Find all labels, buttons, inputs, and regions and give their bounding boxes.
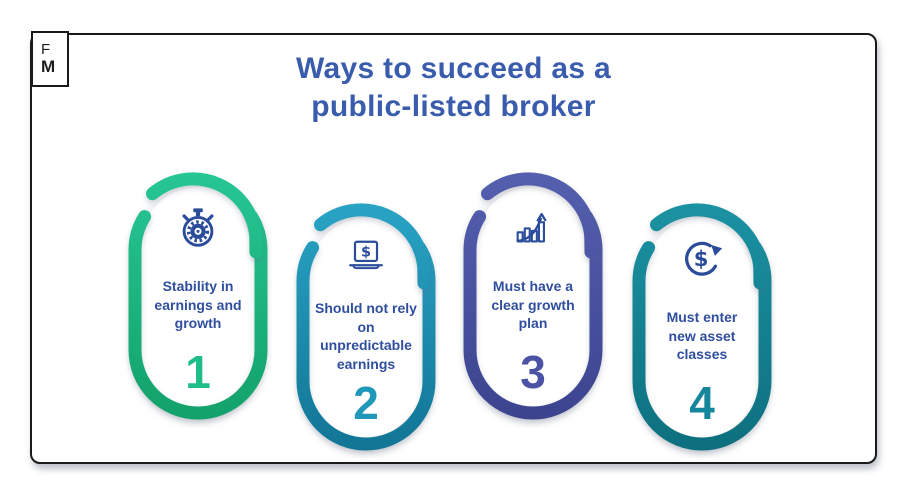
laptop-dollar-icon: $ <box>306 233 426 285</box>
svg-text:$: $ <box>361 245 371 261</box>
page-title: Ways to succeed as a public-listed broke… <box>295 52 612 123</box>
step-number: 1 <box>185 346 211 398</box>
step-number: 4 <box>689 377 715 429</box>
logo-letter-m: M <box>41 57 56 76</box>
step-capsule-2: $ Should not rely on unpredictable earni… <box>286 197 446 459</box>
step-capsule-4: $ Must enter new asset classes 4 <box>622 197 782 459</box>
svg-text:$: $ <box>694 246 709 271</box>
step-capsule-1: Stability in earnings and growth 1 <box>118 166 278 428</box>
fm-logo: F M <box>31 31 69 87</box>
step-label: Should not rely on unpredictable earning… <box>315 300 417 372</box>
growth-chart-arrow-icon <box>473 202 593 254</box>
step-label: Stability in earnings and growth <box>154 278 242 332</box>
stopwatch-gear-icon <box>138 202 258 254</box>
dollar-cycle-icon: $ <box>642 233 762 285</box>
step-label: Must have a clear growth plan <box>491 278 575 332</box>
step-number: 2 <box>353 377 379 429</box>
capsule-shape <box>128 172 268 420</box>
step-label: Must enter new asset classes <box>666 309 738 363</box>
step-capsule-3: Must have a clear growth plan 3 <box>453 166 613 428</box>
capsule-shape <box>632 203 772 451</box>
step-number: 3 <box>520 346 546 398</box>
logo-letter-f: F <box>41 41 51 58</box>
capsule-shape <box>463 172 603 420</box>
capsule-shape <box>296 203 436 451</box>
